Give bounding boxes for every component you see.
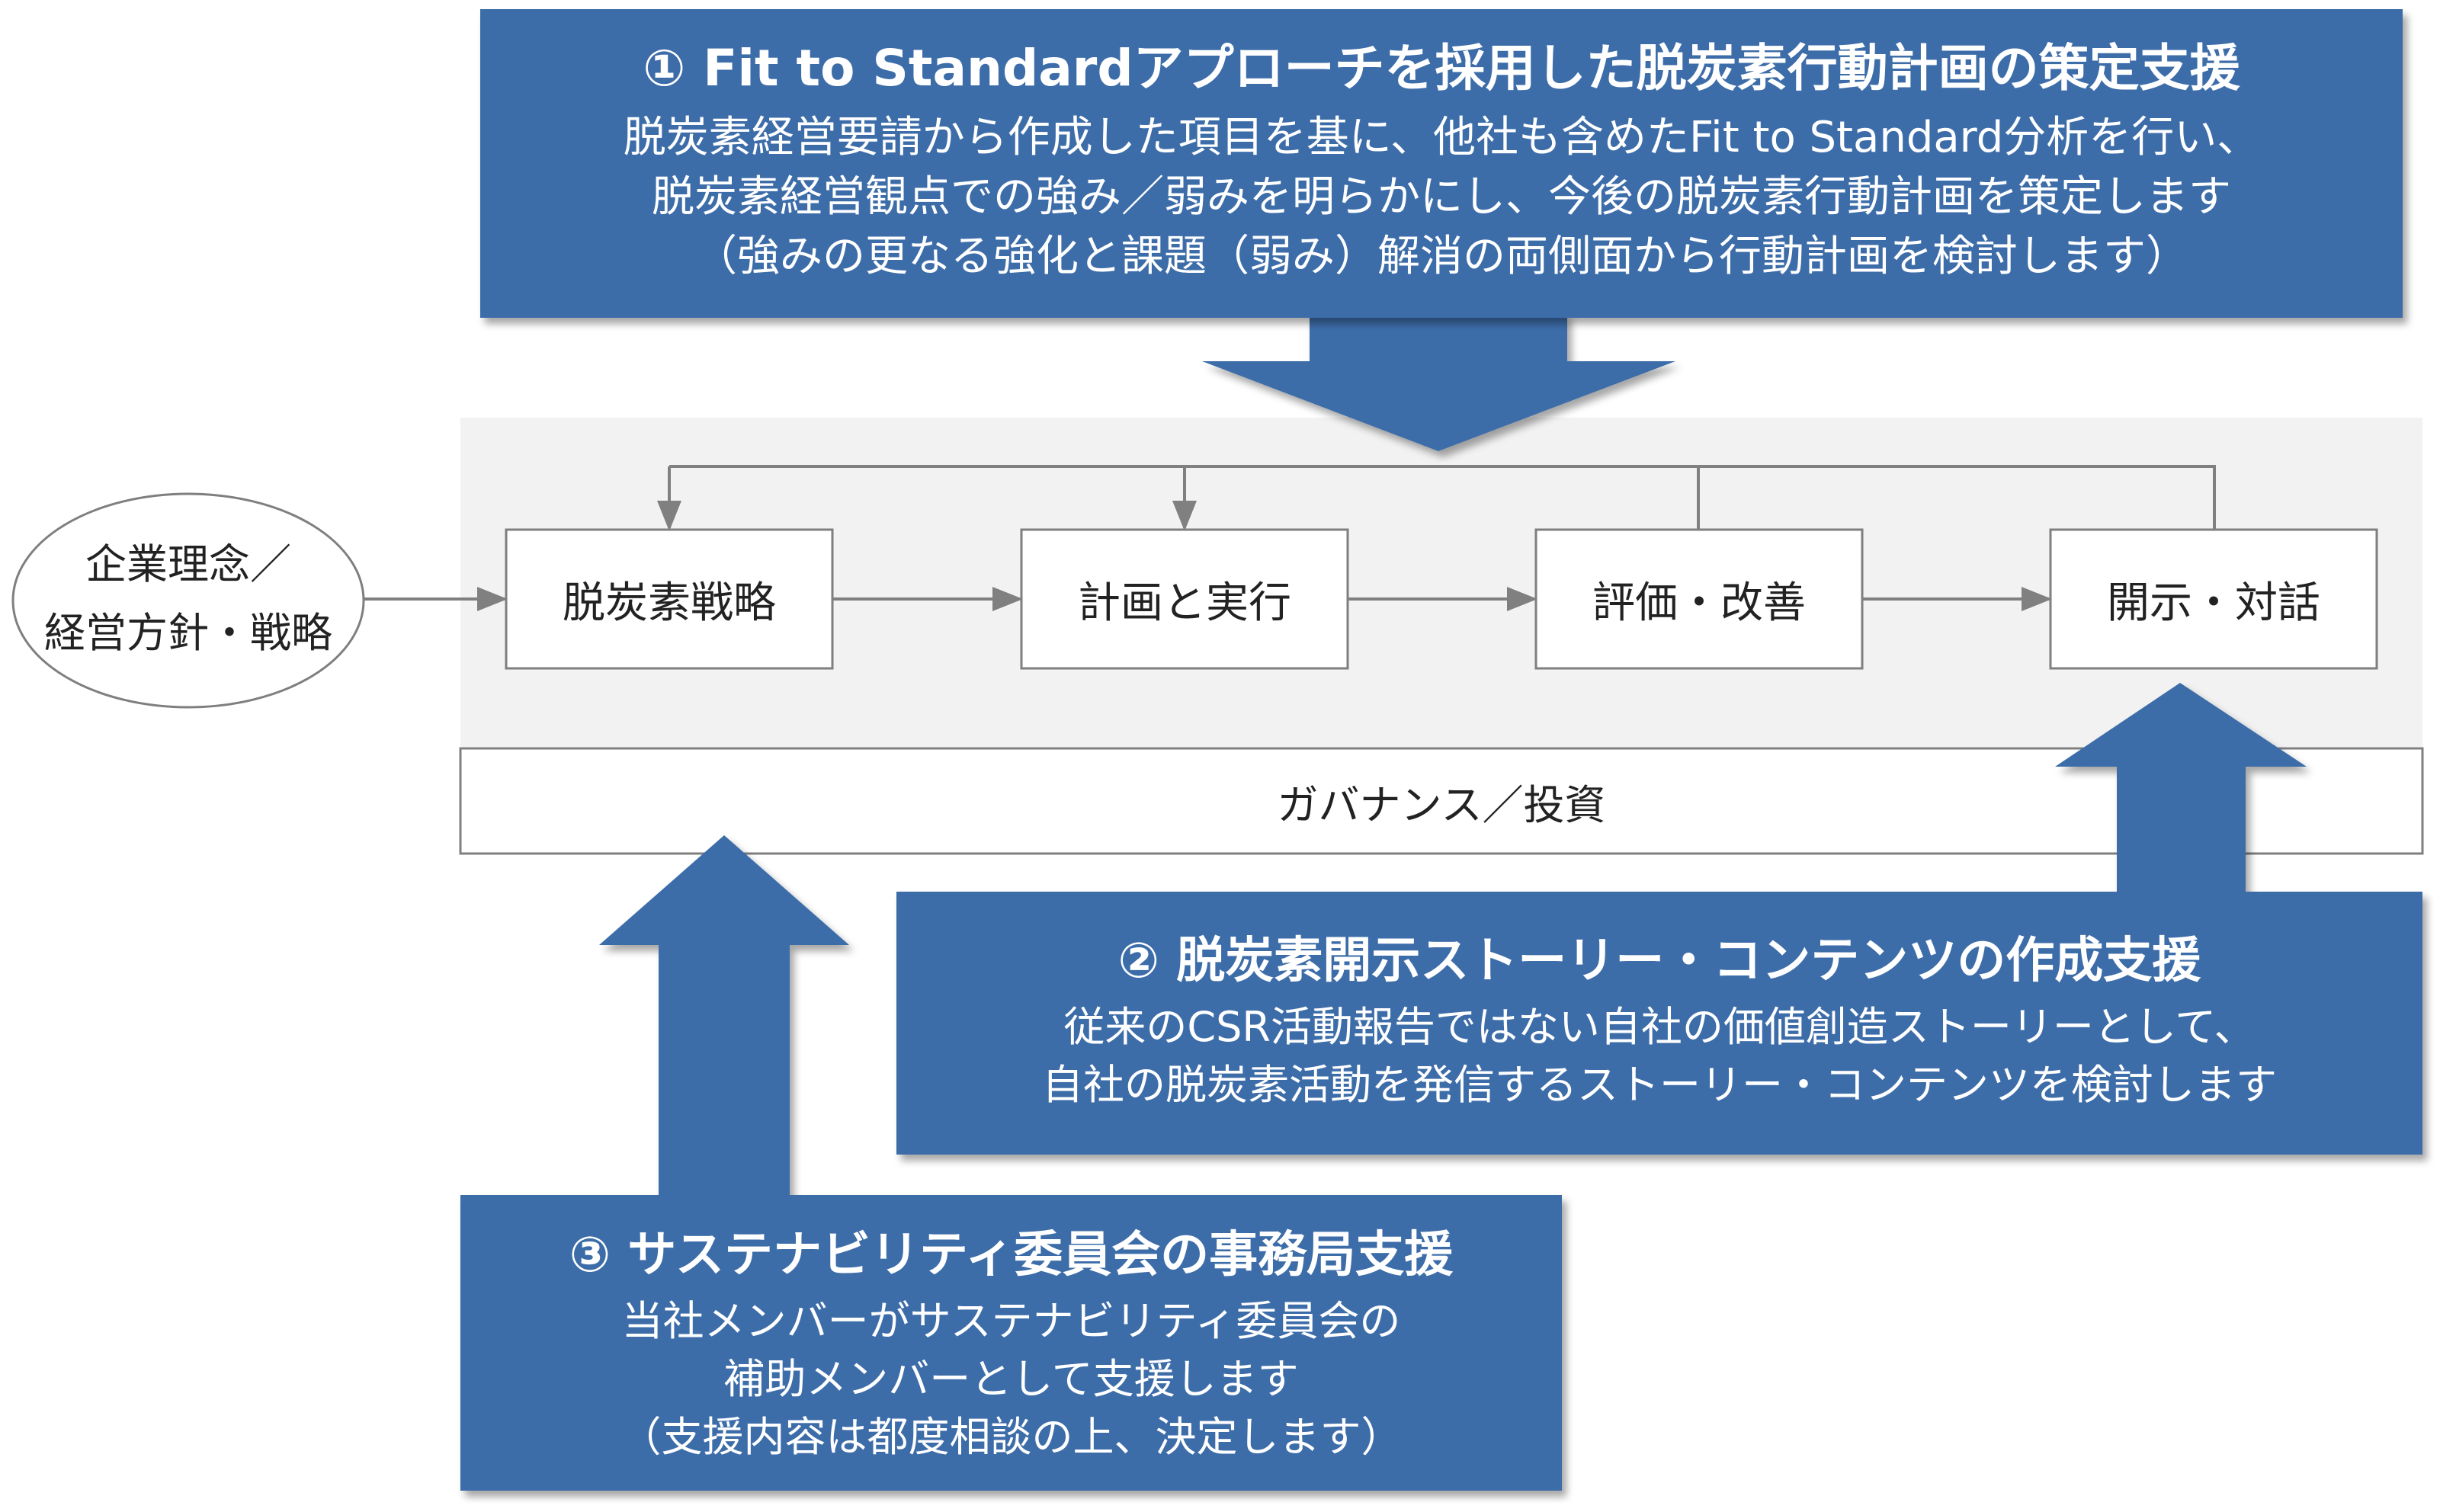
support-2-arrow [2055, 683, 2307, 899]
support-3-line: 補助メンバーとして支援します [723, 1355, 1299, 1403]
philosophy-line: 経営方針・戦略 [44, 609, 332, 657]
step-label-disclose-dialogue: 開示・対話 [2107, 578, 2320, 628]
support-1-line: （強みの更なる強化と課題（弱み）解消の両側面から行動計画を検討します） [694, 232, 2188, 281]
support-1-title: ① Fit to Standardアプローチを採用した脱炭素行動計画の策定支援 [643, 39, 2240, 98]
support-1-line: 脱炭素経営要請から作成した項目を基に、他社も含めたFit to Standard… [623, 113, 2260, 162]
step-box-disclose-dialogue [2049, 528, 2378, 670]
step-label-strategy: 脱炭素戦略 [563, 578, 776, 628]
support-3-line: （支援内容は都度相談の上、決定します） [620, 1413, 1403, 1461]
support-2-box: ② 脱炭素開示ストーリー・コンテンツの作成支援 従来のCSR活動報告ではない自社… [896, 892, 2422, 1155]
support-2-box-bg [896, 892, 2422, 1155]
support-3-arrow [599, 835, 849, 1204]
support-1-line: 脱炭素経営観点での強み／弱みを明らかにし、今後の脱炭素行動計画を策定します [652, 172, 2231, 222]
support-2-line: 自社の脱炭素活動を発信するストーリー・コンテンツを検討します [1042, 1061, 2277, 1109]
support-3-box: ③ サステナビリティ委員会の事務局支援 当社メンバーがサステナビリティ委員会の … [460, 1195, 1562, 1491]
support-1-box-bg [480, 9, 2403, 318]
philosophy-line: 企業理念／ [85, 540, 291, 588]
support-1-box: ① Fit to Standardアプローチを採用した脱炭素行動計画の策定支援 … [480, 9, 2403, 318]
philosophy-label: 企業理念／ 経営方針・戦略 [21, 530, 356, 668]
support-3-line: 当社メンバーがサステナビリティ委員会の [621, 1297, 1401, 1345]
governance-label: ガバナンス／投資 [1277, 780, 1606, 829]
support-2-line: 従来のCSR活動報告ではない自社の価値創造ストーリーとして、 [1063, 1003, 2256, 1051]
support-3-title: ③ サステナビリティ委員会の事務局支援 [569, 1227, 1454, 1283]
support-2-title: ② 脱炭素開示ストーリー・コンテンツの作成支援 [1117, 933, 2201, 989]
support-1-arrow [1202, 312, 1675, 451]
step-label-evaluate-improve: 評価・改善 [1592, 578, 1806, 628]
step-label-plan-execute: 計画と実行 [1078, 578, 1291, 628]
support-3-box-bg [460, 1195, 1562, 1491]
